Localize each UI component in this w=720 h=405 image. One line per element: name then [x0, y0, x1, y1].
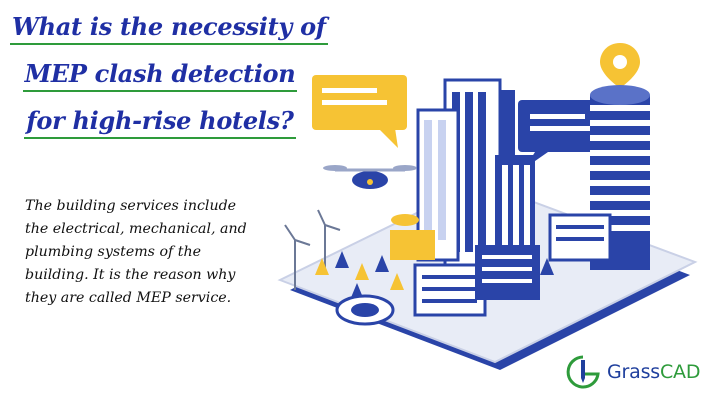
- location-pin-icon: [600, 43, 640, 88]
- chat-bubble-yellow: [312, 75, 407, 148]
- logo-text-cad: CAD: [659, 361, 701, 383]
- glass-tower: [495, 155, 535, 255]
- title-line-2: MEP clash detection: [22, 59, 298, 92]
- logo-text: GrassCAD: [607, 361, 700, 383]
- drone-icon: [323, 165, 417, 189]
- description-text: The building services include the electr…: [25, 198, 247, 306]
- low-buildings: [390, 213, 612, 317]
- smart-city-illustration: [277, 43, 698, 370]
- page-title: What is the necessity of MEP clash detec…: [10, 12, 328, 153]
- title-line-3: for high-rise hotels?: [24, 106, 296, 139]
- title-line-1: What is the necessity of: [10, 12, 328, 45]
- wind-turbine-icon: [284, 209, 341, 290]
- grasscad-logo: GrassCAD: [563, 350, 713, 394]
- plaza: [335, 294, 395, 326]
- chat-bubble-blue: [518, 100, 606, 168]
- logo-mark-icon: [566, 355, 600, 389]
- logo-text-grass: Grass: [607, 361, 660, 383]
